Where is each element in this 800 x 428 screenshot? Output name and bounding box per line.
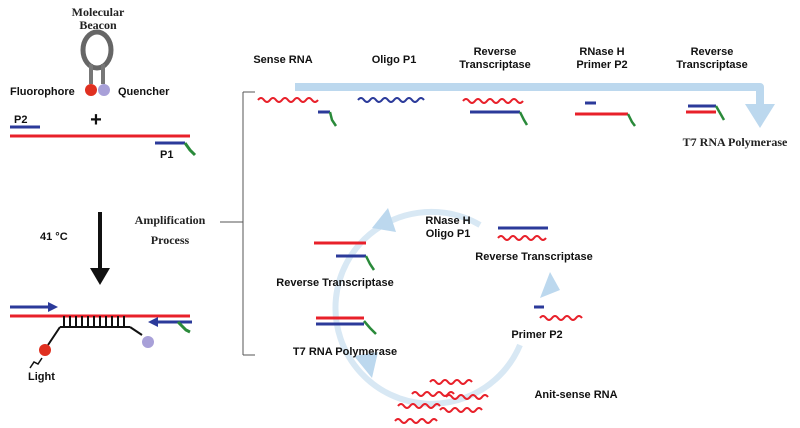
t7-top-label: T7 RNA Polymerase (683, 135, 788, 149)
beacon-title-line1: Molecular (72, 5, 125, 19)
rt-top-line2: Transcriptase (459, 59, 531, 71)
temperature-label: 41 °C (40, 231, 68, 243)
sense-rna-label: Sense RNA (253, 54, 312, 66)
cycle-arrow-bottomleft (354, 352, 378, 378)
hybridized-beacon (10, 302, 192, 369)
sense-rna-strand (257, 97, 319, 103)
amplification-line2: Process (151, 233, 190, 247)
cycle-arrow-topleft (372, 208, 396, 232)
molecular-beacon (80, 29, 114, 96)
rt2-top-line1: Reverse (691, 46, 734, 58)
rt2-top-line2: Transcriptase (676, 59, 748, 71)
rnase-top-line2: Primer P2 (576, 59, 627, 71)
cycle-rt-left-label: Reverse Transcriptase (276, 277, 393, 289)
antisense-rna-bundle (394, 379, 489, 424)
rt-top-rna (462, 98, 524, 104)
down-arrow-head (90, 268, 110, 285)
oligo-p1-strand (357, 97, 425, 103)
amplification-line1: Amplification (135, 213, 206, 227)
beacon-title-line2: Beacon (79, 18, 117, 32)
p1-tail (183, 142, 197, 157)
rt-top-line1: Reverse (474, 46, 517, 58)
quencher-dot (98, 84, 110, 96)
cycle-t7-label: T7 RNA Polymerase (293, 346, 397, 358)
plus-sign: + (90, 109, 102, 131)
cycle-ring (332, 208, 523, 407)
p1-label: P1 (160, 149, 173, 161)
cycle-rnase-line2: Oligo P1 (426, 228, 471, 240)
cycle-arrow-right (540, 272, 560, 298)
fluorophore-dot (85, 84, 97, 96)
bracket (220, 91, 255, 356)
primer-p2-label: Primer P2 (511, 329, 562, 341)
antisense-rna-label: Anit-sense RNA (534, 389, 617, 401)
cycle-rt-right-label: Reverse Transcriptase (475, 251, 592, 263)
oligo-p1-label: Oligo P1 (372, 54, 417, 66)
cycle-rnase-line1: RNase H (425, 215, 470, 227)
light-label: Light (28, 371, 55, 383)
quencher-label: Quencher (118, 86, 170, 98)
top-process-arrow (295, 83, 764, 108)
rnase-top-line1: RNase H (579, 46, 624, 58)
top-process-arrowhead (745, 104, 775, 128)
p2-label: P2 (14, 114, 27, 126)
beacon-loop (80, 29, 114, 71)
fluorophore-label: Fluorophore (10, 86, 75, 98)
